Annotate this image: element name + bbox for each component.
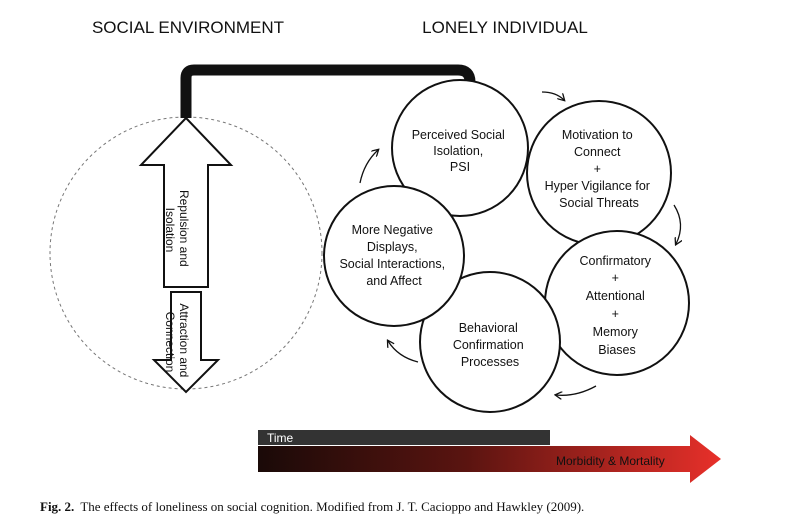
morbidity-label: Morbidity & Mortality <box>556 454 665 468</box>
social-environment-circle <box>49 116 323 390</box>
caption-fig-number: Fig. 2. <box>40 499 75 514</box>
cycle-arrow-4 <box>388 341 419 363</box>
repulsion-arrow-label: Repulsion and Isolation <box>163 190 191 270</box>
time-bar <box>258 430 550 445</box>
cycle-arrow-2 <box>673 204 681 244</box>
cycle-arrow-5 <box>359 150 378 184</box>
attraction-arrow <box>151 291 221 394</box>
cycle-node-motivation-text: Motivation to Connect + Hyper Vigilance … <box>545 128 654 210</box>
caption-text: The effects of loneliness on social cogn… <box>80 499 585 514</box>
social-environment-heading: SOCIAL ENVIRONMENT <box>92 18 284 37</box>
lonely-individual-heading: LONELY INDIVIDUAL <box>422 18 588 37</box>
cycle-arrow-3 <box>556 385 597 395</box>
cycle-node-negative: More Negative Displays, Social Interacti… <box>323 185 465 327</box>
figure-caption: Fig. 2. The effects of loneliness on soci… <box>40 499 780 515</box>
cycle-node-perceived-text: Perceived Social Isolation, PSI <box>412 128 509 174</box>
cycle-node-behavioral-text: Behavioral Confirmation Processes <box>453 321 527 369</box>
cycle-node-perceived: Perceived Social Isolation, PSI <box>391 79 529 217</box>
connector-arrow <box>180 64 476 118</box>
cycle-arrow-1 <box>541 91 564 100</box>
cycle-node-negative-text: More Negative Displays, Social Interacti… <box>339 223 448 288</box>
cycle-node-confirmatory: Confirmatory + Attentional + Memory Bias… <box>544 230 690 376</box>
cycle-node-motivation: Motivation to Connect + Hyper Vigilance … <box>526 100 672 246</box>
cycle-node-confirmatory-text: Confirmatory + Attentional + Memory Bias… <box>579 254 654 357</box>
repulsion-arrow <box>138 116 234 288</box>
time-label: Time <box>267 431 294 445</box>
cycle-node-behavioral: Behavioral Confirmation Processes <box>419 271 561 413</box>
morbidity-arrow <box>258 435 721 483</box>
attraction-arrow-label: Attraction and Connection <box>163 303 191 380</box>
